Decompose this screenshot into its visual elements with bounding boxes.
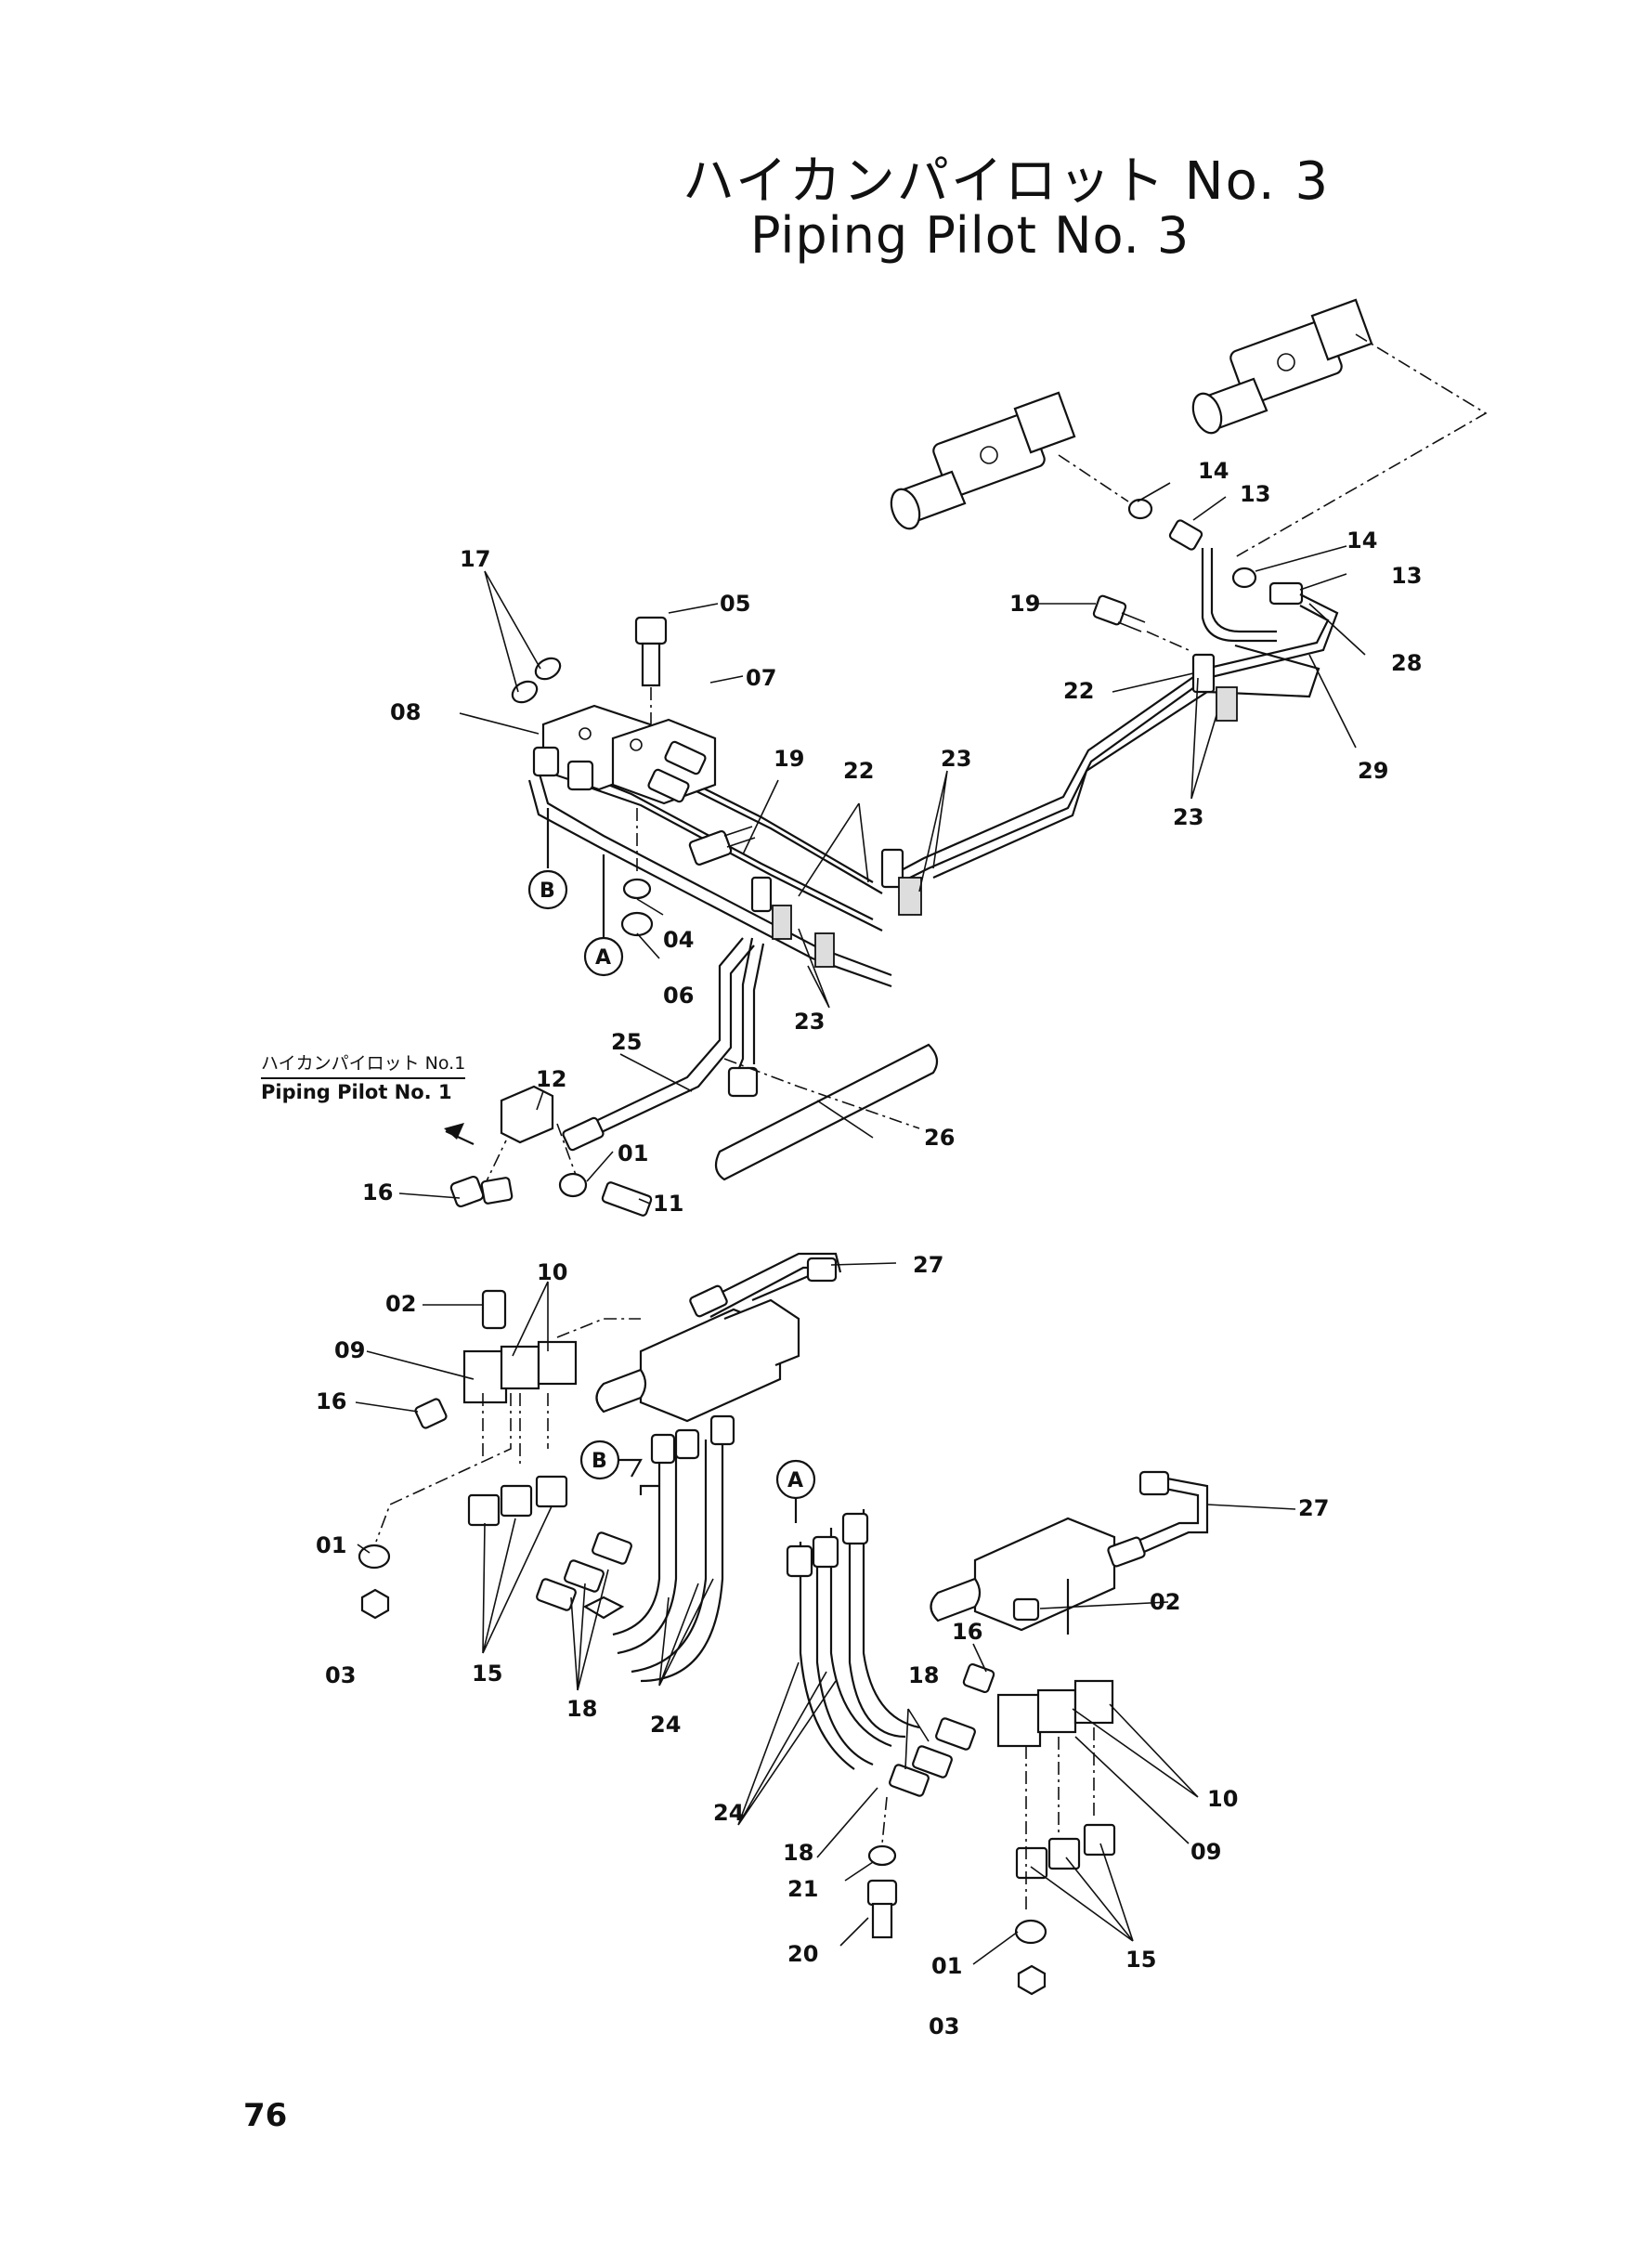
fittings-15-left bbox=[467, 1475, 568, 1527]
block-group-right bbox=[962, 1597, 1116, 1996]
callout-02-left: 02 bbox=[385, 1291, 416, 1317]
callout-27-left: 27 bbox=[913, 1252, 943, 1278]
callout-10-right: 10 bbox=[1207, 1786, 1238, 1812]
distribution-block-07-08 bbox=[532, 704, 717, 805]
svg-text:B: B bbox=[592, 1450, 607, 1473]
diagram-title-english: Piping Pilot No. 3 bbox=[750, 206, 1190, 265]
callout-14-upper: 14 bbox=[1198, 458, 1229, 484]
leader-lines bbox=[355, 482, 1366, 1965]
svg-text:B: B bbox=[540, 879, 555, 903]
pipe-25 bbox=[562, 937, 755, 1152]
pipe-27-right bbox=[1107, 1470, 1209, 1568]
callout-01-left: 01 bbox=[316, 1532, 346, 1558]
svg-text:A: A bbox=[787, 1469, 803, 1492]
callout-13-upper: 13 bbox=[1240, 481, 1270, 507]
bolt-19-right bbox=[1092, 594, 1190, 651]
callout-23-right: 23 bbox=[1173, 804, 1203, 830]
diagram-title-japanese: ハイカンパイロット No. 3 bbox=[683, 151, 1331, 212]
callout-09-left: 09 bbox=[334, 1337, 365, 1363]
cross-reference-note: ハイカンパイロット No.1 Piping Pilot No. 1 bbox=[261, 1049, 466, 1103]
callout-23-middle: 23 bbox=[941, 746, 971, 772]
callout-13-lower: 13 bbox=[1391, 563, 1422, 589]
part-callouts: 05 07 08 17 19 22 23 23 04 06 19 22 23 2… bbox=[316, 458, 1422, 2039]
callout-10-left: 10 bbox=[537, 1259, 567, 1285]
callout-02-right: 02 bbox=[1150, 1589, 1180, 1615]
pilot-cylinder-lower bbox=[890, 391, 1076, 530]
callout-09-right: 09 bbox=[1190, 1839, 1221, 1865]
cross-reference-english: Piping Pilot No. 1 bbox=[261, 1077, 466, 1103]
callout-28: 28 bbox=[1391, 650, 1422, 676]
callout-18-right-lower: 18 bbox=[783, 1840, 813, 1866]
callout-03-left: 03 bbox=[325, 1662, 356, 1688]
clamp-22-23-right bbox=[1191, 653, 1238, 722]
fitting-13-upper bbox=[1127, 498, 1304, 606]
cylinder-left bbox=[595, 1263, 819, 1423]
pipe-26 bbox=[714, 937, 939, 1181]
callout-27-right: 27 bbox=[1298, 1495, 1329, 1521]
cylinder-right bbox=[930, 1517, 1116, 1635]
callout-29: 29 bbox=[1358, 758, 1388, 784]
callout-26: 26 bbox=[924, 1125, 955, 1151]
hoses-24-left bbox=[536, 1414, 735, 1683]
cross-reference-japanese: ハイカンパイロット No.1 bbox=[261, 1053, 466, 1074]
washer-04-nut-06 bbox=[620, 808, 654, 937]
callout-25: 25 bbox=[611, 1029, 642, 1055]
bolt-05 bbox=[634, 616, 668, 724]
callout-16-right: 16 bbox=[952, 1619, 982, 1645]
callout-22-right: 22 bbox=[1063, 678, 1094, 704]
pilot-cylinder-upper bbox=[1191, 298, 1373, 435]
callout-15-left: 15 bbox=[472, 1661, 502, 1687]
callout-19-right: 19 bbox=[1009, 591, 1040, 617]
clamp-22-23-middle bbox=[750, 848, 922, 968]
callout-23-lower: 23 bbox=[794, 1009, 825, 1035]
callout-18-right-upper: 18 bbox=[908, 1662, 939, 1688]
callout-17: 17 bbox=[460, 546, 490, 572]
callout-22-middle: 22 bbox=[843, 758, 874, 784]
callout-16-left: 16 bbox=[316, 1388, 346, 1414]
callout-01-upper: 01 bbox=[618, 1140, 648, 1166]
pipe-27-left bbox=[689, 1252, 842, 1318]
callout-15-right: 15 bbox=[1125, 1947, 1156, 1973]
callout-20: 20 bbox=[787, 1941, 818, 1967]
callout-24-right: 24 bbox=[713, 1800, 744, 1826]
callout-19-middle: 19 bbox=[774, 746, 804, 772]
callout-24-left: 24 bbox=[650, 1712, 681, 1738]
callout-21: 21 bbox=[787, 1876, 818, 1902]
page-number: 76 bbox=[243, 2097, 288, 2134]
callout-03-right: 03 bbox=[929, 2013, 959, 2039]
callout-07: 07 bbox=[746, 665, 776, 691]
callout-14-lower: 14 bbox=[1346, 528, 1377, 554]
svg-text:A: A bbox=[595, 946, 611, 970]
callout-08: 08 bbox=[390, 699, 421, 725]
callout-01-right: 01 bbox=[931, 1953, 962, 1979]
callout-05: 05 bbox=[720, 591, 750, 617]
callout-06: 06 bbox=[663, 983, 694, 1009]
callout-18-left: 18 bbox=[566, 1696, 597, 1722]
callout-12: 12 bbox=[536, 1066, 566, 1092]
callout-04: 04 bbox=[663, 927, 694, 953]
plugs-17 bbox=[511, 657, 562, 704]
callout-16-upper: 16 bbox=[362, 1179, 393, 1205]
callout-11: 11 bbox=[653, 1191, 683, 1217]
hoses-24-right bbox=[786, 1509, 976, 1939]
bolt-19-middle bbox=[688, 826, 756, 866]
